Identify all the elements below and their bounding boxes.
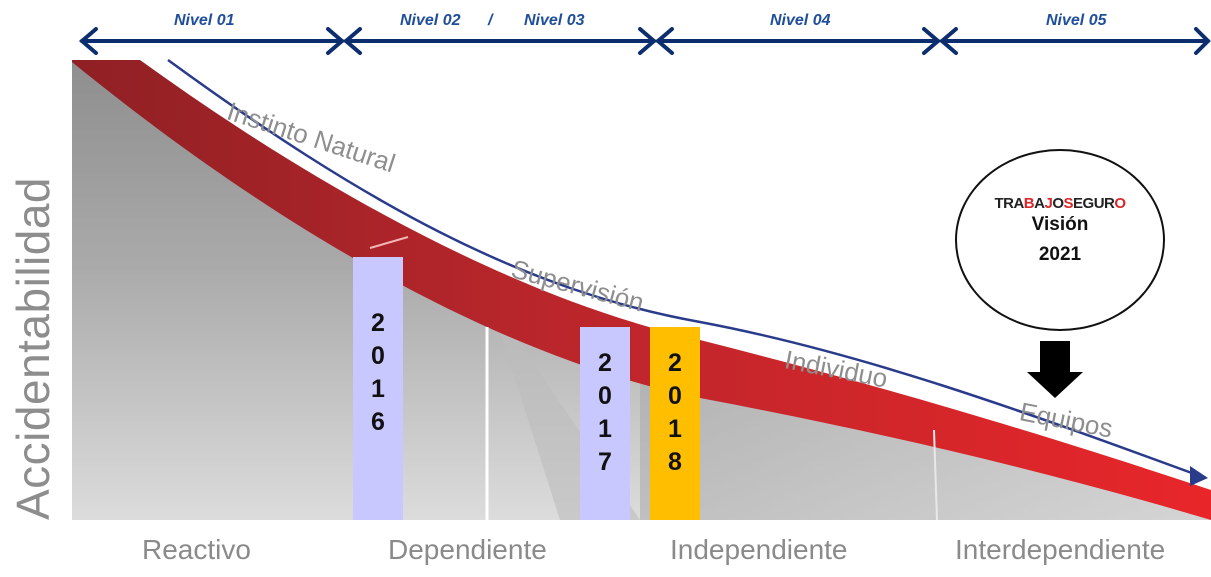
vision-title: Visión xyxy=(1031,214,1089,235)
year-box-2016: 2 0 1 6 xyxy=(353,257,403,520)
level-label-03: Nivel 03 xyxy=(524,12,585,29)
trabajoseguro-logo: TRABAJOSEGURO xyxy=(957,195,1163,212)
year-digit: 1 xyxy=(598,415,612,443)
level-label-02: Nivel 02 xyxy=(400,12,461,29)
logo-text: TRABAJOSEGURO xyxy=(994,195,1126,212)
year-box-2018: 2 0 1 8 xyxy=(650,327,700,520)
year-box-2017: 2 0 1 7 xyxy=(580,327,630,520)
level-label-01: Nivel 01 xyxy=(174,12,235,29)
y-axis-label: Accidentabilidad xyxy=(7,176,59,520)
level-arrows xyxy=(78,27,1211,55)
stage-label-reactivo: Reactivo xyxy=(142,534,251,565)
level-separator: / xyxy=(488,12,493,29)
year-digit: 0 xyxy=(598,382,612,410)
stage-label-independiente: Independiente xyxy=(670,534,848,565)
year-digit: 8 xyxy=(668,448,682,476)
year-digit: 1 xyxy=(668,415,682,443)
year-digit: 1 xyxy=(371,375,385,403)
level-label-04: Nivel 04 xyxy=(770,12,831,29)
curve-arrow xyxy=(167,58,1202,478)
stage-label-interdependiente: Interdependiente xyxy=(955,534,1166,565)
vision-year: 2021 xyxy=(1038,244,1082,265)
year-digit: 6 xyxy=(371,408,385,436)
level-label-05: Nivel 05 xyxy=(1046,12,1107,29)
band-separator-1 xyxy=(369,236,409,249)
vision-circle: TRABAJOSEGURO Visión 2021 xyxy=(955,149,1165,331)
year-digit: 0 xyxy=(371,342,385,370)
year-digit: 2 xyxy=(668,349,682,377)
year-digit: 2 xyxy=(598,349,612,377)
year-digit: 0 xyxy=(668,382,682,410)
red-curve-band xyxy=(72,60,1211,520)
down-arrow-icon xyxy=(1027,341,1083,398)
stage-label-dependiente: Dependiente xyxy=(388,534,547,565)
band-separator-2 xyxy=(933,429,938,521)
year-digit: 7 xyxy=(598,448,612,476)
year-digit: 2 xyxy=(371,309,385,337)
